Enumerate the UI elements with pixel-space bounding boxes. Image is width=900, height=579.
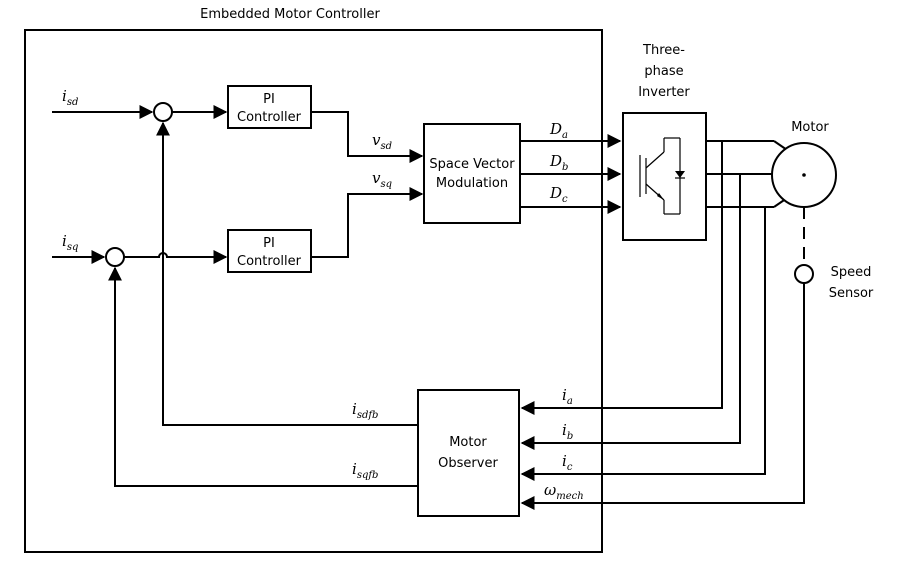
inverter-line3: Inverter — [638, 85, 690, 100]
embedded-controller-boundary — [24, 29, 603, 553]
motor-label: Motor — [791, 120, 829, 135]
speed-sensor-line2: Sensor — [829, 286, 874, 301]
ia-feedback-wire — [520, 141, 723, 415]
ib-feedback-wire — [520, 174, 741, 450]
pi-controller-top — [227, 85, 312, 129]
vsq-wire — [311, 187, 424, 258]
three-phase-inverter-block — [622, 112, 707, 241]
isdfb-label: isdfb — [352, 400, 378, 421]
isd-label: isd — [62, 87, 78, 108]
wmech-feedback-wire — [520, 283, 805, 510]
observer-line1: Motor — [449, 435, 487, 450]
controller-title: Embedded Motor Controller — [200, 7, 380, 22]
svm-line1: Space Vector — [429, 157, 515, 172]
vsq-label: vsq — [372, 169, 392, 190]
ia-label: ia — [562, 386, 573, 407]
summing-junction-q — [105, 247, 125, 267]
isqfb-feedback-wire — [108, 266, 418, 487]
db-label: Db — [549, 152, 568, 173]
ic-label: ic — [562, 452, 573, 473]
igbt-symbol-icon — [639, 137, 685, 215]
summing-junction-d — [153, 102, 173, 122]
motor-observer-block — [417, 389, 520, 517]
pi-controller-bottom — [227, 229, 312, 273]
pi-top-line1: PI — [263, 92, 275, 107]
pi-bottom-line2: Controller — [237, 254, 302, 269]
speed-sensor-line1: Speed — [831, 265, 872, 280]
observer-line2: Observer — [438, 456, 498, 471]
ic-feedback-wire — [520, 207, 766, 481]
motor-shaft-dot — [802, 173, 806, 177]
vsd-label: vsd — [372, 131, 392, 152]
vsd-wire — [311, 111, 424, 163]
ib-label: ib — [562, 421, 573, 442]
isq-label: isq — [62, 232, 78, 253]
svm-block — [423, 123, 521, 224]
svm-line2: Modulation — [436, 176, 508, 191]
wmech-label: ωmech — [544, 481, 584, 502]
inverter-line1: Three- — [642, 43, 685, 58]
dc-label: Dc — [549, 184, 568, 205]
inverter-line2: phase — [644, 64, 683, 79]
isdfb-feedback-wire — [156, 121, 418, 426]
pi-bottom-line1: PI — [263, 236, 275, 251]
sum-q-to-pi-wire — [124, 250, 228, 264]
pi-top-line2: Controller — [237, 110, 302, 125]
speed-sensor-circle — [794, 264, 814, 284]
da-label: Da — [549, 120, 568, 141]
isqfb-label: isqfb — [352, 460, 378, 481]
